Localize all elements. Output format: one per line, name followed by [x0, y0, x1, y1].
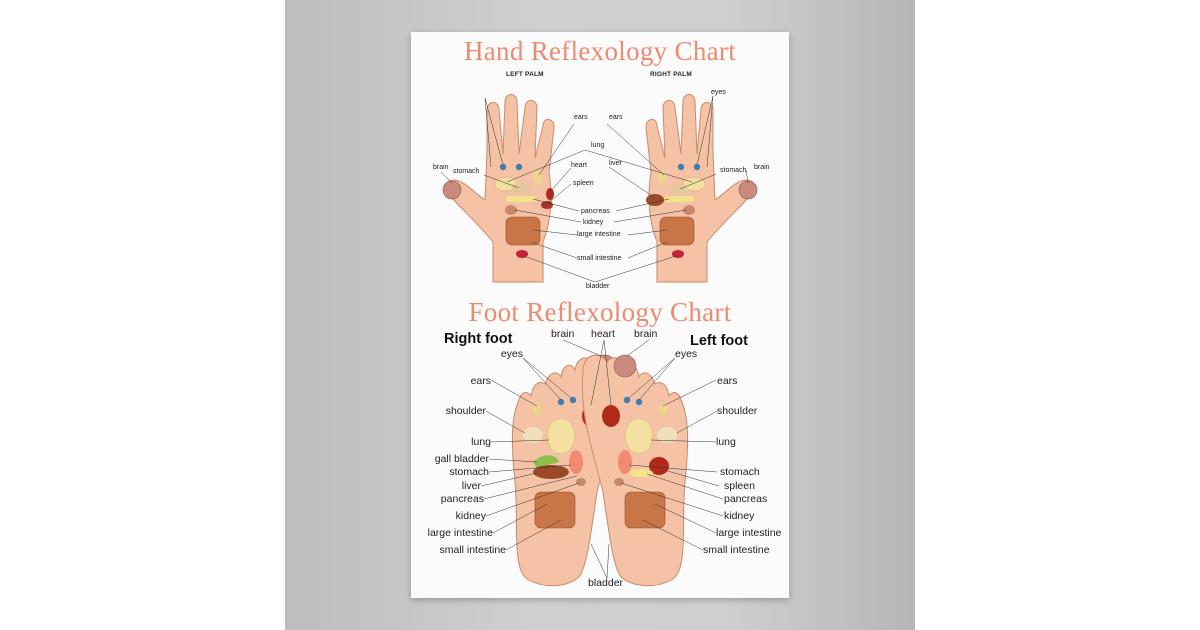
foot-left-label-lung: lung [471, 436, 491, 448]
eye-reflex [677, 163, 685, 171]
foot-left-label-stomach: stomach [449, 466, 489, 478]
hand-label-pancreas: pancreas [581, 208, 610, 215]
bladder-reflex [672, 250, 684, 258]
eye-reflex [693, 163, 701, 171]
hand-label-eyes: eyes [711, 89, 726, 96]
ear-reflex [534, 171, 542, 185]
liver-reflex [533, 465, 569, 479]
foot-left-label-pancreas: pancreas [440, 493, 484, 505]
foot-left-label-kidney: kidney [455, 510, 486, 522]
reflexology-poster: Hand Reflexology Chart Foot Reflexology … [411, 32, 789, 598]
brain-reflex [738, 180, 758, 200]
spleen-reflex [541, 201, 553, 209]
brain-reflex [613, 354, 637, 378]
foot-label-bladder: bladder [588, 577, 624, 589]
hand-chart-title: Hand Reflexology Chart [463, 36, 737, 66]
hand-label-kidney: kidney [583, 219, 604, 226]
intestine-reflex [505, 216, 541, 246]
stomach-reflex [569, 450, 583, 474]
lung-reflex [546, 417, 576, 455]
foot-right-label-kidney: kidney [724, 510, 755, 522]
eye-reflex [569, 396, 577, 404]
eye-reflex [623, 396, 631, 404]
foot-left-label-eyes: eyes [500, 348, 523, 360]
foot-left-label-gall-bladder: gall bladder [434, 453, 489, 465]
left-palm-heading: LEFT PALM [506, 71, 544, 78]
hand-label-lung: lung [591, 142, 605, 149]
hand-label-ears-right: ears [609, 114, 623, 121]
hand-label-stomach-left: stomach [453, 168, 480, 175]
hand-label-large-intestine: large intestine [577, 231, 621, 238]
bladder-reflex [516, 250, 528, 258]
foot-label-brain-right: brain [634, 328, 658, 340]
foot-right-label-stomach: stomach [720, 466, 760, 478]
kidney-reflex [614, 478, 624, 486]
hand-label-spleen: spleen [573, 180, 594, 187]
ear-reflex [658, 171, 666, 185]
stomach-reflex [670, 184, 688, 196]
foot-right-label-eyes: eyes [675, 348, 698, 360]
right-palm-heading: RIGHT PALM [650, 71, 692, 78]
hand-label-brain-right: brain [754, 164, 770, 171]
pancreas-reflex [629, 469, 653, 477]
intestine-reflex [659, 216, 695, 246]
hand-label-stomach-right: stomach [720, 167, 747, 174]
eye-reflex [635, 398, 643, 406]
right-foot-heading: Right foot [444, 331, 513, 347]
intestine-reflex [534, 491, 576, 529]
gall-bladder-reflex [533, 455, 559, 468]
kidney-reflex [505, 205, 517, 215]
foot-right-label-spleen: spleen [724, 480, 755, 492]
pancreas-reflex [506, 196, 536, 202]
left-foot-illustration [581, 354, 689, 587]
foot-right-label-ears: ears [717, 375, 738, 387]
ear-reflex [533, 404, 541, 416]
foot-leader-lines [480, 339, 724, 579]
foot-right-label-shoulder: shoulder [717, 405, 758, 417]
intestine-reflex [624, 491, 666, 529]
foot-right-label-lung: lung [716, 436, 736, 448]
foot-right-label-pancreas: pancreas [724, 493, 768, 505]
foot-left-label-ears: ears [470, 375, 491, 387]
foot-label-brain-left: brain [551, 328, 575, 340]
eye-reflex [499, 163, 507, 171]
hand-label-brain-left: brain [433, 164, 449, 171]
heart-reflex [602, 405, 620, 427]
left-palm-illustration [442, 94, 555, 283]
ear-reflex [659, 404, 667, 416]
pancreas-reflex [664, 196, 694, 202]
hand-label-bladder: bladder [586, 283, 610, 290]
lung-reflex [624, 417, 654, 455]
hand-leader-lines [440, 95, 749, 283]
reflexology-illustration [440, 94, 758, 587]
hand-label-liver: liver [609, 160, 622, 167]
liver-reflex [646, 194, 664, 206]
shoulder-reflex [523, 427, 543, 443]
eye-reflex [557, 398, 565, 406]
foot-left-label-small-intestine: small intestine [439, 544, 506, 556]
brain-reflex [442, 180, 462, 200]
kidney-reflex [576, 478, 586, 486]
foot-left-label-shoulder: shoulder [445, 405, 486, 417]
kidney-reflex [683, 205, 695, 215]
hand-label-heart: heart [571, 162, 587, 169]
stomach-reflex [512, 182, 530, 194]
foot-left-label-liver: liver [461, 480, 481, 492]
spleen-reflex [649, 457, 669, 475]
stomach-reflex [618, 450, 632, 474]
right-palm-illustration [645, 94, 758, 283]
left-foot-heading: Left foot [690, 333, 748, 349]
eye-reflex [515, 163, 523, 171]
hand-label-small-intestine: small intestine [577, 255, 622, 262]
lung-reflex [682, 176, 706, 192]
foot-label-heart: heart [591, 328, 615, 340]
foot-left-label-large-intestine: large intestine [427, 527, 493, 539]
foot-chart-title: Foot Reflexology Chart [468, 297, 732, 327]
heart-reflex [546, 188, 554, 200]
hand-label-ears-center: ears [574, 114, 588, 121]
shoulder-reflex [657, 427, 677, 443]
foot-right-label-small-intestine: small intestine [703, 544, 770, 556]
foot-right-label-large-intestine: large intestine [716, 527, 782, 539]
